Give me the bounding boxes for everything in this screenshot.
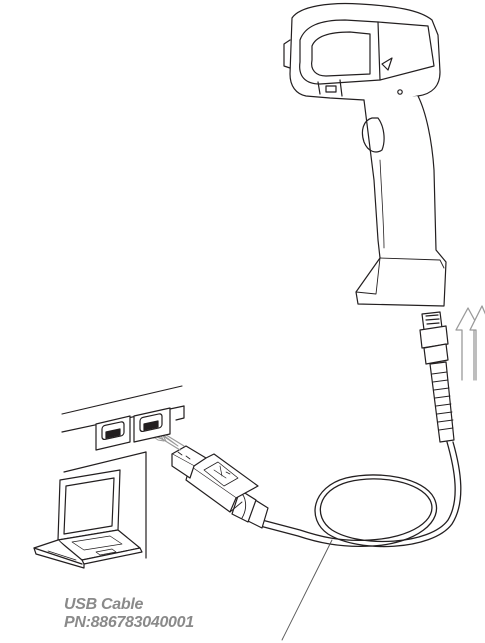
laptop-icon bbox=[33, 469, 143, 569]
cable-callout: USB Cable PN:886783040001 bbox=[64, 596, 194, 632]
callout-label: USB Cable bbox=[64, 596, 144, 613]
usb-plug-icon bbox=[147, 429, 269, 529]
rj-connector-icon bbox=[419, 311, 455, 443]
usb-port-icon bbox=[61, 385, 185, 559]
barcode-scanner-icon bbox=[283, 2, 447, 307]
insert-arrow-icon bbox=[455, 305, 485, 381]
callout-part-number: PN:886783040001 bbox=[64, 614, 194, 631]
cable-coil bbox=[259, 441, 462, 548]
callout-leader-line bbox=[281, 539, 333, 641]
